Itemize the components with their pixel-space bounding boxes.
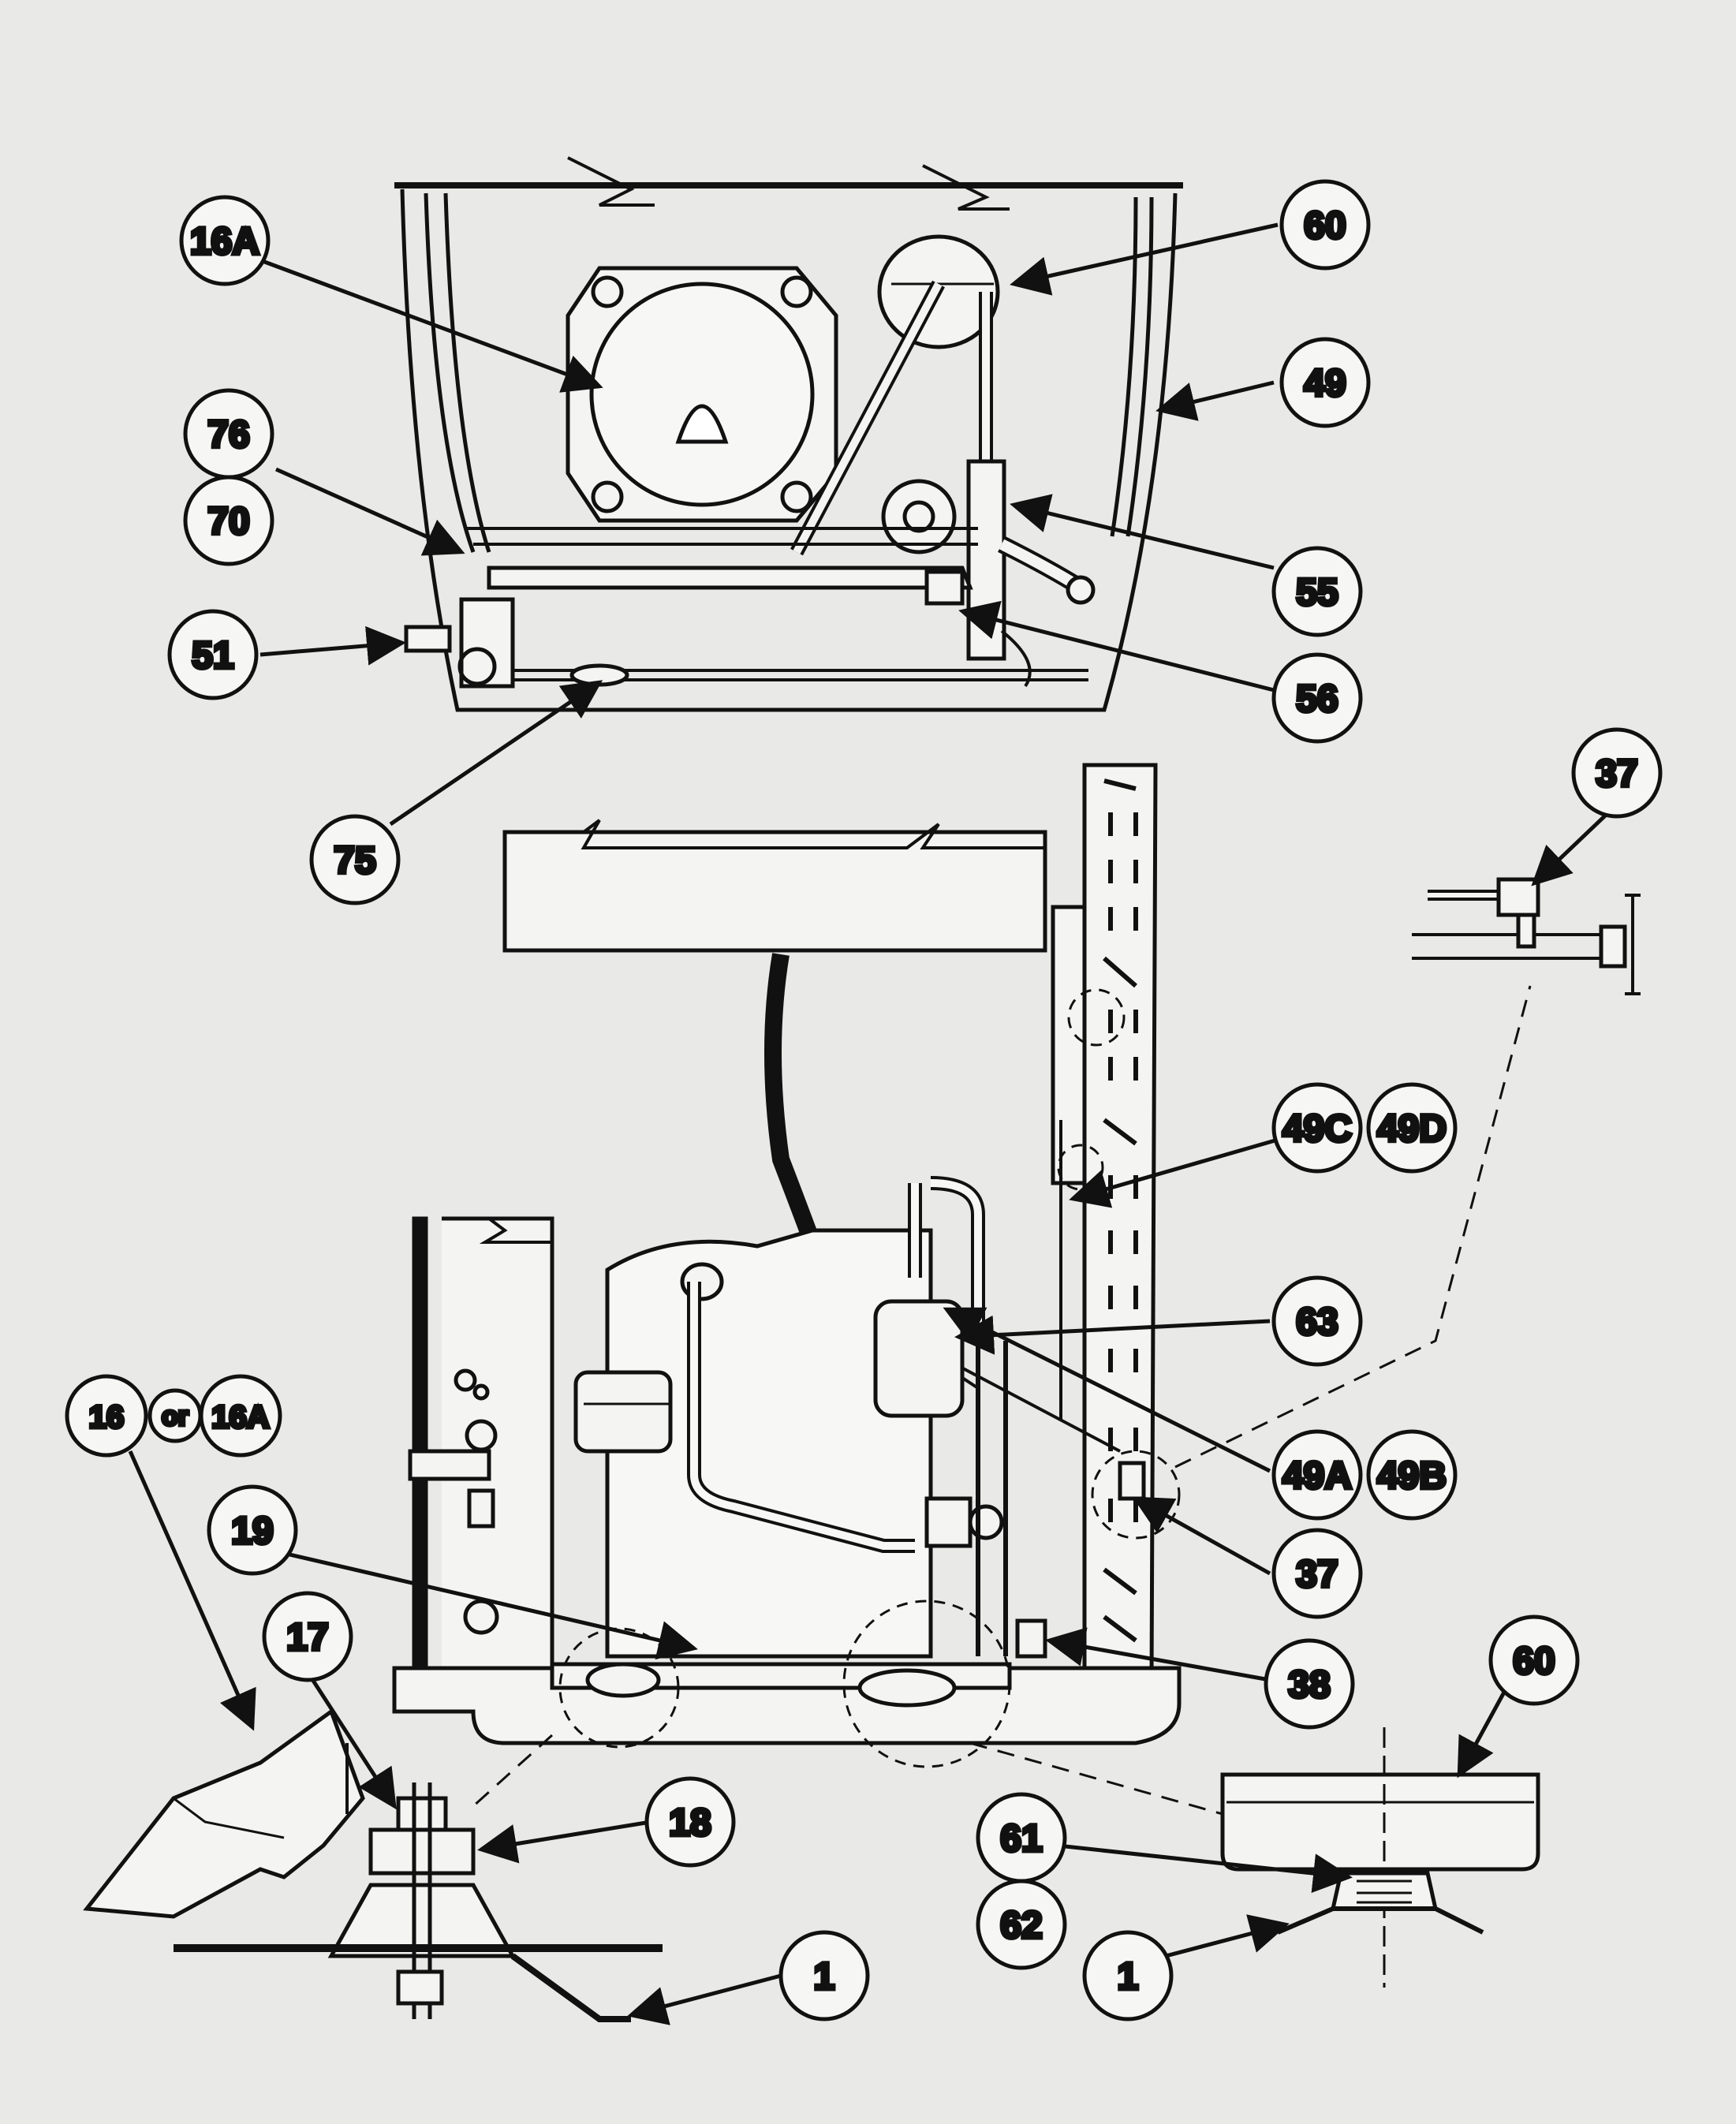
leader-16A-top (259, 258, 603, 393)
callout-38: 38 (1264, 1638, 1355, 1730)
main-unit-drawing (392, 763, 1532, 1816)
callout-18: 18 (644, 1776, 736, 1868)
svg-text:1: 1 (1118, 1956, 1139, 1998)
callout-62: 62 (976, 1879, 1067, 1970)
svg-text:19: 19 (231, 1510, 273, 1552)
mount-detail-left-drawing (83, 1708, 663, 2022)
leader-37-bottom (1132, 1496, 1271, 1576)
callout-49: 49 (1279, 337, 1371, 428)
leader-55 (1010, 494, 1275, 570)
leader-63 (954, 1315, 1271, 1355)
svg-text:61: 61 (1000, 1818, 1042, 1860)
leader-18 (477, 1820, 651, 1864)
callout-17: 17 (262, 1591, 353, 1682)
leader-56 (958, 600, 1275, 692)
svg-text:49B: 49B (1377, 1455, 1447, 1497)
svg-text:37: 37 (1596, 753, 1637, 795)
svg-text:51: 51 (192, 635, 233, 677)
callout-49D: 49D (1366, 1082, 1458, 1174)
callout-60-top: 60 (1279, 179, 1371, 271)
leader-38 (1045, 1627, 1271, 1682)
leader-60-top (1010, 222, 1279, 296)
callout-19: 19 (207, 1484, 298, 1576)
top-view-drawing (394, 156, 1183, 712)
detail-37-drawing (1412, 877, 1641, 995)
callout-70: 70 (183, 475, 274, 566)
leader-76 (274, 467, 465, 556)
svg-text:76: 76 (207, 414, 249, 456)
callout-16: 16 (65, 1374, 148, 1458)
callout-49A: 49A (1271, 1429, 1363, 1521)
callout-1-left: 1 (778, 1930, 870, 2021)
callout-75: 75 (309, 814, 401, 905)
svg-text:49: 49 (1304, 363, 1346, 405)
svg-text:18: 18 (669, 1802, 711, 1844)
leader-75 (389, 680, 603, 827)
svg-text:60: 60 (1304, 205, 1346, 247)
leader-60-bottom (1457, 1686, 1509, 1779)
leader-37-top (1531, 803, 1618, 887)
callout-61: 61 (976, 1792, 1067, 1883)
leader-17 (305, 1670, 397, 1810)
mount-detail-right-drawing (1220, 1727, 1540, 1988)
svg-text:49A: 49A (1282, 1455, 1352, 1497)
leader-19 (252, 1544, 698, 1660)
callout-55: 55 (1271, 546, 1363, 637)
svg-text:55: 55 (1296, 572, 1338, 614)
leader-49 (1155, 380, 1275, 421)
svg-text:75: 75 (334, 840, 375, 882)
leader-49A (943, 1307, 1271, 1473)
leader-16 (128, 1450, 256, 1731)
callout-or: or (147, 1388, 203, 1443)
svg-text:56: 56 (1296, 678, 1338, 720)
callout-63: 63 (1271, 1275, 1363, 1367)
svg-text:60: 60 (1513, 1641, 1555, 1682)
callout-76: 76 (183, 388, 274, 480)
callout-37-top: 37 (1571, 727, 1663, 819)
svg-text:1: 1 (814, 1956, 835, 1998)
leader-1-left (627, 1973, 782, 2025)
callout-56: 56 (1271, 652, 1363, 744)
svg-text:37: 37 (1296, 1554, 1338, 1596)
svg-text:49D: 49D (1377, 1108, 1447, 1150)
leader-49C (1069, 1137, 1279, 1208)
callout-51: 51 (167, 609, 259, 700)
callout-37-bottom: 37 (1271, 1528, 1363, 1619)
callout-1-right: 1 (1082, 1930, 1174, 2021)
svg-text:38: 38 (1288, 1664, 1330, 1706)
svg-text:70: 70 (207, 501, 249, 543)
svg-text:or: or (162, 1402, 189, 1432)
svg-text:62: 62 (1000, 1905, 1042, 1947)
svg-text:16A: 16A (211, 1400, 269, 1435)
callouts: 16A 60 49 76 70 55 51 56 75 37 49C 49D 6… (65, 179, 1663, 2021)
callout-60-bottom: 60 (1488, 1614, 1580, 1706)
svg-text:16: 16 (89, 1400, 125, 1435)
svg-text:63: 63 (1296, 1301, 1338, 1343)
svg-text:17: 17 (286, 1617, 328, 1659)
leader-arrows (128, 222, 1618, 2025)
svg-text:49C: 49C (1282, 1108, 1352, 1150)
leader-61 (1021, 1839, 1353, 1894)
callout-49C: 49C (1271, 1082, 1363, 1174)
svg-text:16A: 16A (190, 221, 259, 263)
leader-51 (259, 625, 406, 666)
callout-49B: 49B (1366, 1429, 1458, 1521)
callout-16A-top: 16A (179, 195, 271, 286)
callout-16A-bottom: 16A (199, 1374, 282, 1458)
